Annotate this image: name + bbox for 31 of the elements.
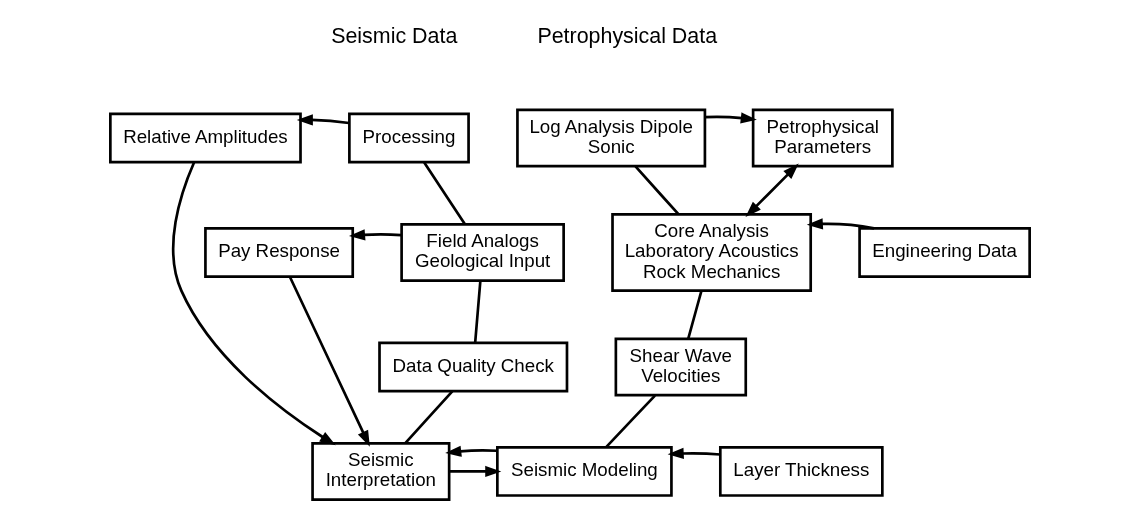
arrow <box>744 163 799 218</box>
node-box: Field Analogs Geological Input <box>399 223 565 282</box>
arrow <box>171 161 336 446</box>
node-box: Petrophysical Parameters <box>751 108 894 168</box>
arrow <box>296 114 349 126</box>
node-box: Layer Thickness <box>718 446 884 497</box>
node-box: Seismic Modeling <box>495 446 673 497</box>
arrow <box>444 445 497 457</box>
connector <box>686 290 703 340</box>
node-box: Pay Response <box>203 227 354 278</box>
arrow <box>667 447 720 460</box>
node-box: Data Quality Check <box>377 341 568 393</box>
label: Seismic Data <box>330 23 457 48</box>
node-box: Shear Wave Velocities <box>614 337 747 397</box>
connector <box>473 280 482 343</box>
node-box: Processing <box>347 112 470 164</box>
arrow <box>448 465 501 478</box>
arrow <box>704 112 757 124</box>
connector <box>422 161 466 225</box>
node-box: Core Analysis Laboratory Acoustics Rock Mechanics <box>610 213 812 292</box>
arrow <box>806 218 874 230</box>
arrow <box>348 229 401 241</box>
node-box: Engineering Data <box>857 227 1031 278</box>
node-box: Log Analysis Dipole Sonic <box>515 108 706 168</box>
connector <box>604 394 656 448</box>
label: Petrophysical Data <box>536 23 717 48</box>
connector <box>403 390 453 445</box>
node-box: Relative Amplitudes <box>108 112 302 164</box>
arrow <box>288 276 370 447</box>
connector <box>634 165 679 216</box>
node-box: Seismic Interpretation <box>310 441 450 501</box>
